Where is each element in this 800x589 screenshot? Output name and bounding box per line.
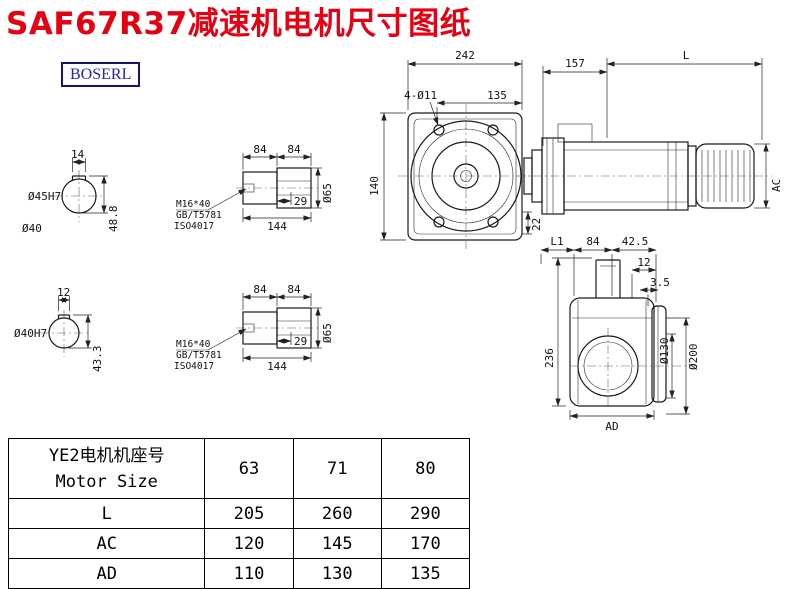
motor-outline	[516, 123, 772, 215]
table-header-en: Motor Size	[55, 471, 158, 492]
row-label-ac: AC	[7, 528, 206, 559]
table-header-row: YE2电机机座号 Motor Size 63 71 80	[7, 438, 471, 499]
std-iso-top: ISO4017	[174, 221, 214, 232]
shaft-end-view-top: 14 Ø45H7 48.8 Ø40	[22, 148, 120, 235]
dim-diameter-top: Ø65	[321, 183, 334, 203]
dim-flange-d1: Ø130	[658, 338, 671, 365]
dim-total-height: 236	[543, 348, 556, 368]
dim-ad: AD	[605, 420, 618, 433]
dim-key-width-bottom: 12	[57, 286, 70, 299]
cell-ac-63: 120	[204, 528, 294, 559]
dim-flange-d2: Ø200	[687, 344, 700, 371]
dim-key-len-bottom: 29	[294, 335, 307, 348]
dim-diameter-bottom: Ø65	[321, 323, 334, 343]
dim-3-5: 3.5	[650, 276, 670, 289]
table-col-80: 80	[380, 438, 471, 499]
cell-ad-71: 130	[292, 558, 382, 589]
table-header-cell: YE2电机机座号 Motor Size	[7, 438, 206, 499]
tap-label-bottom: M16*40	[176, 339, 211, 350]
dim-bolt-holes: 4-Ø11	[404, 89, 437, 102]
dim-outer-top: Ø40	[22, 222, 42, 235]
side-view: L1 84 42.5 12 3.5 Ø130	[540, 235, 700, 433]
page-title: SAF67R37减速机电机尺寸图纸	[6, 6, 472, 42]
front-view: 242 157 L 4-Ø11 135 140	[368, 49, 783, 250]
dim-motor-len: L	[683, 49, 690, 62]
table-col-63: 63	[204, 438, 294, 499]
dim-len-a-bottom: 84	[253, 283, 267, 296]
std-gb-top: GB/T5781	[176, 210, 222, 221]
std-gb-bottom: GB/T5781	[176, 350, 222, 361]
dim-key-width-top: 14	[71, 148, 85, 161]
dim-len-b-top: 84	[287, 143, 301, 156]
cell-l-80: 290	[380, 498, 471, 529]
dim-bore-top: Ø45H7	[28, 190, 61, 203]
dim-motor-diameter: AC	[770, 179, 783, 192]
row-label-ad: AD	[7, 558, 206, 589]
dim-total-len-bottom: 144	[267, 360, 287, 373]
shaft-side-view-top: 84 84 M16*40 GB/T5781 ISO4017 29 144 Ø65	[174, 143, 334, 233]
dim-key-len-top: 29	[294, 195, 307, 208]
dim-12: 12	[637, 256, 650, 269]
side-housing	[569, 259, 700, 407]
dim-84: 84	[586, 235, 600, 248]
row-label-l: L	[7, 498, 206, 529]
table-col-71: 71	[292, 438, 382, 499]
tap-label-top: M16*40	[176, 199, 211, 210]
shaft-end-view-bottom: 12 Ø40H7 43.3	[14, 286, 104, 372]
dim-housing-height: 140	[368, 176, 381, 196]
dim-key-height-bottom: 43.3	[91, 346, 104, 373]
dim-shaft-offset: 22	[530, 218, 543, 231]
table-header-cn: YE2电机机座号	[48, 445, 165, 466]
dim-key-height-top: 48.8	[107, 206, 120, 233]
brand-logo: BOSERL	[61, 62, 141, 87]
dim-42-5: 42.5	[622, 235, 649, 248]
motor-size-table: YE2电机机座号 Motor Size 63 71 80 L 205 260 2…	[7, 438, 471, 589]
table-row-l: L 205 260 290	[7, 498, 471, 529]
table-row-ac: AC 120 145 170	[7, 528, 471, 559]
shaft-side-view-bottom: 84 84 M16*40 GB/T5781 ISO4017 29 144 Ø65	[174, 283, 334, 373]
dim-housing-width: 242	[455, 49, 475, 62]
cell-ac-80: 170	[380, 528, 471, 559]
cell-l-71: 260	[292, 498, 382, 529]
cell-ac-71: 145	[292, 528, 382, 559]
dim-len-a-top: 84	[253, 143, 267, 156]
dim-motor-flange: 157	[565, 57, 585, 70]
cell-l-63: 205	[204, 498, 294, 529]
dim-len-b-bottom: 84	[287, 283, 301, 296]
dim-flange-width: 135	[487, 89, 507, 102]
cell-ad-63: 110	[204, 558, 294, 589]
cell-ad-80: 135	[380, 558, 471, 589]
std-iso-bottom: ISO4017	[174, 361, 214, 372]
flange-circles	[410, 120, 522, 232]
dim-l1: L1	[550, 235, 563, 248]
dim-bore-bottom: Ø40H7	[14, 327, 47, 340]
table-row-ad: AD 110 130 135	[7, 558, 471, 589]
dim-total-len-top: 144	[267, 220, 287, 233]
